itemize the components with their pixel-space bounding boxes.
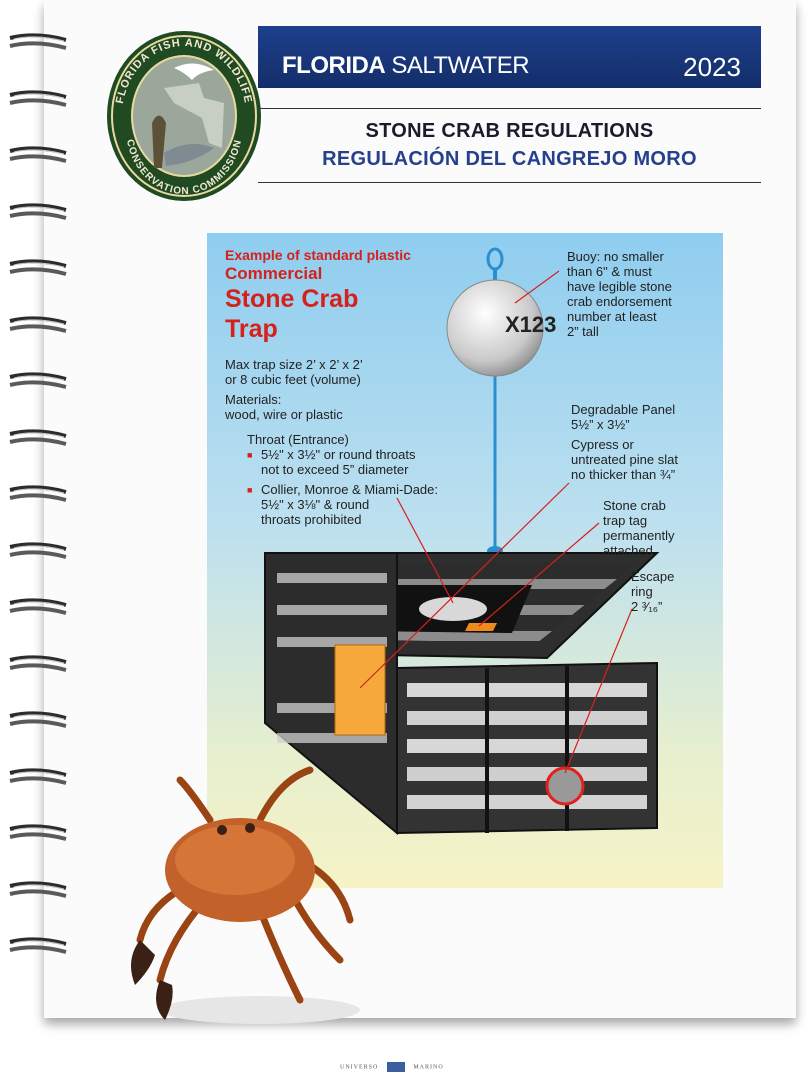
binding-coil bbox=[9, 33, 67, 50]
panel-note-line5: no thicker than ¾” bbox=[571, 467, 676, 482]
binding-coil bbox=[9, 372, 67, 389]
ring-note-line2: ring bbox=[631, 584, 653, 599]
throat-bullet1-line2: not to exceed 5” diameter bbox=[261, 462, 409, 477]
brand-bold: FLORIDA bbox=[282, 52, 386, 79]
max-size-line1: Max trap size 2’ x 2’ x 2’ bbox=[225, 357, 363, 372]
binding-coil bbox=[9, 654, 67, 672]
max-size-line2: or 8 cubic feet (volume) bbox=[225, 372, 361, 387]
brand-title: FLORIDA SALTWATER bbox=[282, 52, 530, 80]
binding-coil bbox=[9, 824, 67, 841]
heading-trap: Trap bbox=[225, 315, 278, 343]
throat-bullet2-line2: 5½" x 3⅛" & round bbox=[261, 497, 370, 512]
panel-note-line2: 5½” x 3½” bbox=[571, 417, 630, 432]
ring-note-line1: Escape bbox=[631, 569, 675, 584]
trap-illustration bbox=[263, 247, 660, 836]
binding-coil bbox=[9, 315, 67, 333]
credit-right: MARINO bbox=[413, 1064, 444, 1071]
panel-note-line3: Cypress or bbox=[571, 437, 634, 452]
buoy-note-line6: 2” tall bbox=[567, 324, 599, 339]
spiral-binding bbox=[0, 30, 80, 990]
buoy-note-line5: number at least bbox=[567, 309, 657, 324]
binding-coil bbox=[9, 428, 67, 446]
heading-stone-crab: Stone Crab bbox=[225, 285, 359, 313]
ring-note-line3: 2 ³⁄₁₆” bbox=[631, 599, 663, 614]
buoy-number: X123 bbox=[505, 312, 557, 337]
publisher-credit: UNIVERSO MARINO bbox=[340, 1062, 490, 1076]
panel-note-line1: Degradable Panel bbox=[571, 402, 676, 417]
binding-coil bbox=[9, 485, 67, 502]
page-title-spanish: REGULACIÓN DEL CANGREJO MORO bbox=[322, 148, 697, 170]
page-title-english: STONE CRAB REGULATIONS bbox=[365, 120, 654, 142]
binding-coil bbox=[9, 89, 67, 107]
heading-small: Example of standard plastic bbox=[225, 247, 411, 263]
buoy-note-line4: crab endorsement bbox=[567, 294, 672, 309]
buoy-note-line3: have legible stone bbox=[567, 279, 672, 294]
stone-crab-illustration bbox=[131, 766, 360, 1024]
credit-mark-icon bbox=[386, 1062, 405, 1072]
binding-coil bbox=[9, 146, 67, 163]
binding-coil bbox=[9, 202, 67, 220]
buoy-note-line2: than 6" & must bbox=[567, 264, 652, 279]
materials-value: wood, wire or plastic bbox=[225, 407, 343, 422]
binding-coil bbox=[9, 598, 67, 615]
binding-coil bbox=[9, 259, 67, 276]
tag-note-line4: attached bbox=[603, 543, 653, 558]
throat-bullet2-line1: Collier, Monroe & Miami-Dade: bbox=[247, 482, 438, 498]
fwc-logo: FLORIDA FISH AND WILDLIFE CONSERVATION C… bbox=[107, 31, 261, 201]
bottom-rule bbox=[258, 182, 761, 183]
top-rule bbox=[258, 108, 761, 109]
binding-coil bbox=[9, 541, 67, 559]
binding-coil bbox=[9, 711, 67, 728]
heading-commercial: Commercial bbox=[225, 264, 323, 283]
credit-left: UNIVERSO bbox=[340, 1064, 379, 1071]
buoy-note-line1: Buoy: no smaller bbox=[567, 249, 664, 264]
binding-coil bbox=[9, 767, 67, 785]
materials-label: Materials: bbox=[225, 392, 282, 407]
year-label: 2023 bbox=[683, 52, 741, 82]
binding-coil bbox=[9, 937, 67, 954]
brand-light: SALTWATER bbox=[391, 52, 530, 79]
binding-coil bbox=[9, 880, 67, 898]
tag-note-line1: Stone crab bbox=[603, 498, 666, 513]
tag-note-line3: permanently bbox=[603, 528, 675, 543]
panel-note-line4: untreated pine slat bbox=[571, 452, 678, 467]
throat-bullet1-line1: 5½" x 3½" or round throats bbox=[247, 447, 416, 463]
throat-bullet2-line3: throats prohibited bbox=[261, 512, 362, 527]
throat-label: Throat (Entrance) bbox=[247, 432, 349, 447]
trap-diagram: X123 Example of standard plastic Commerc… bbox=[207, 233, 723, 888]
header-band: FLORIDA SALTWATER 2023 bbox=[258, 26, 761, 88]
tag-note-line2: trap tag bbox=[603, 513, 648, 528]
